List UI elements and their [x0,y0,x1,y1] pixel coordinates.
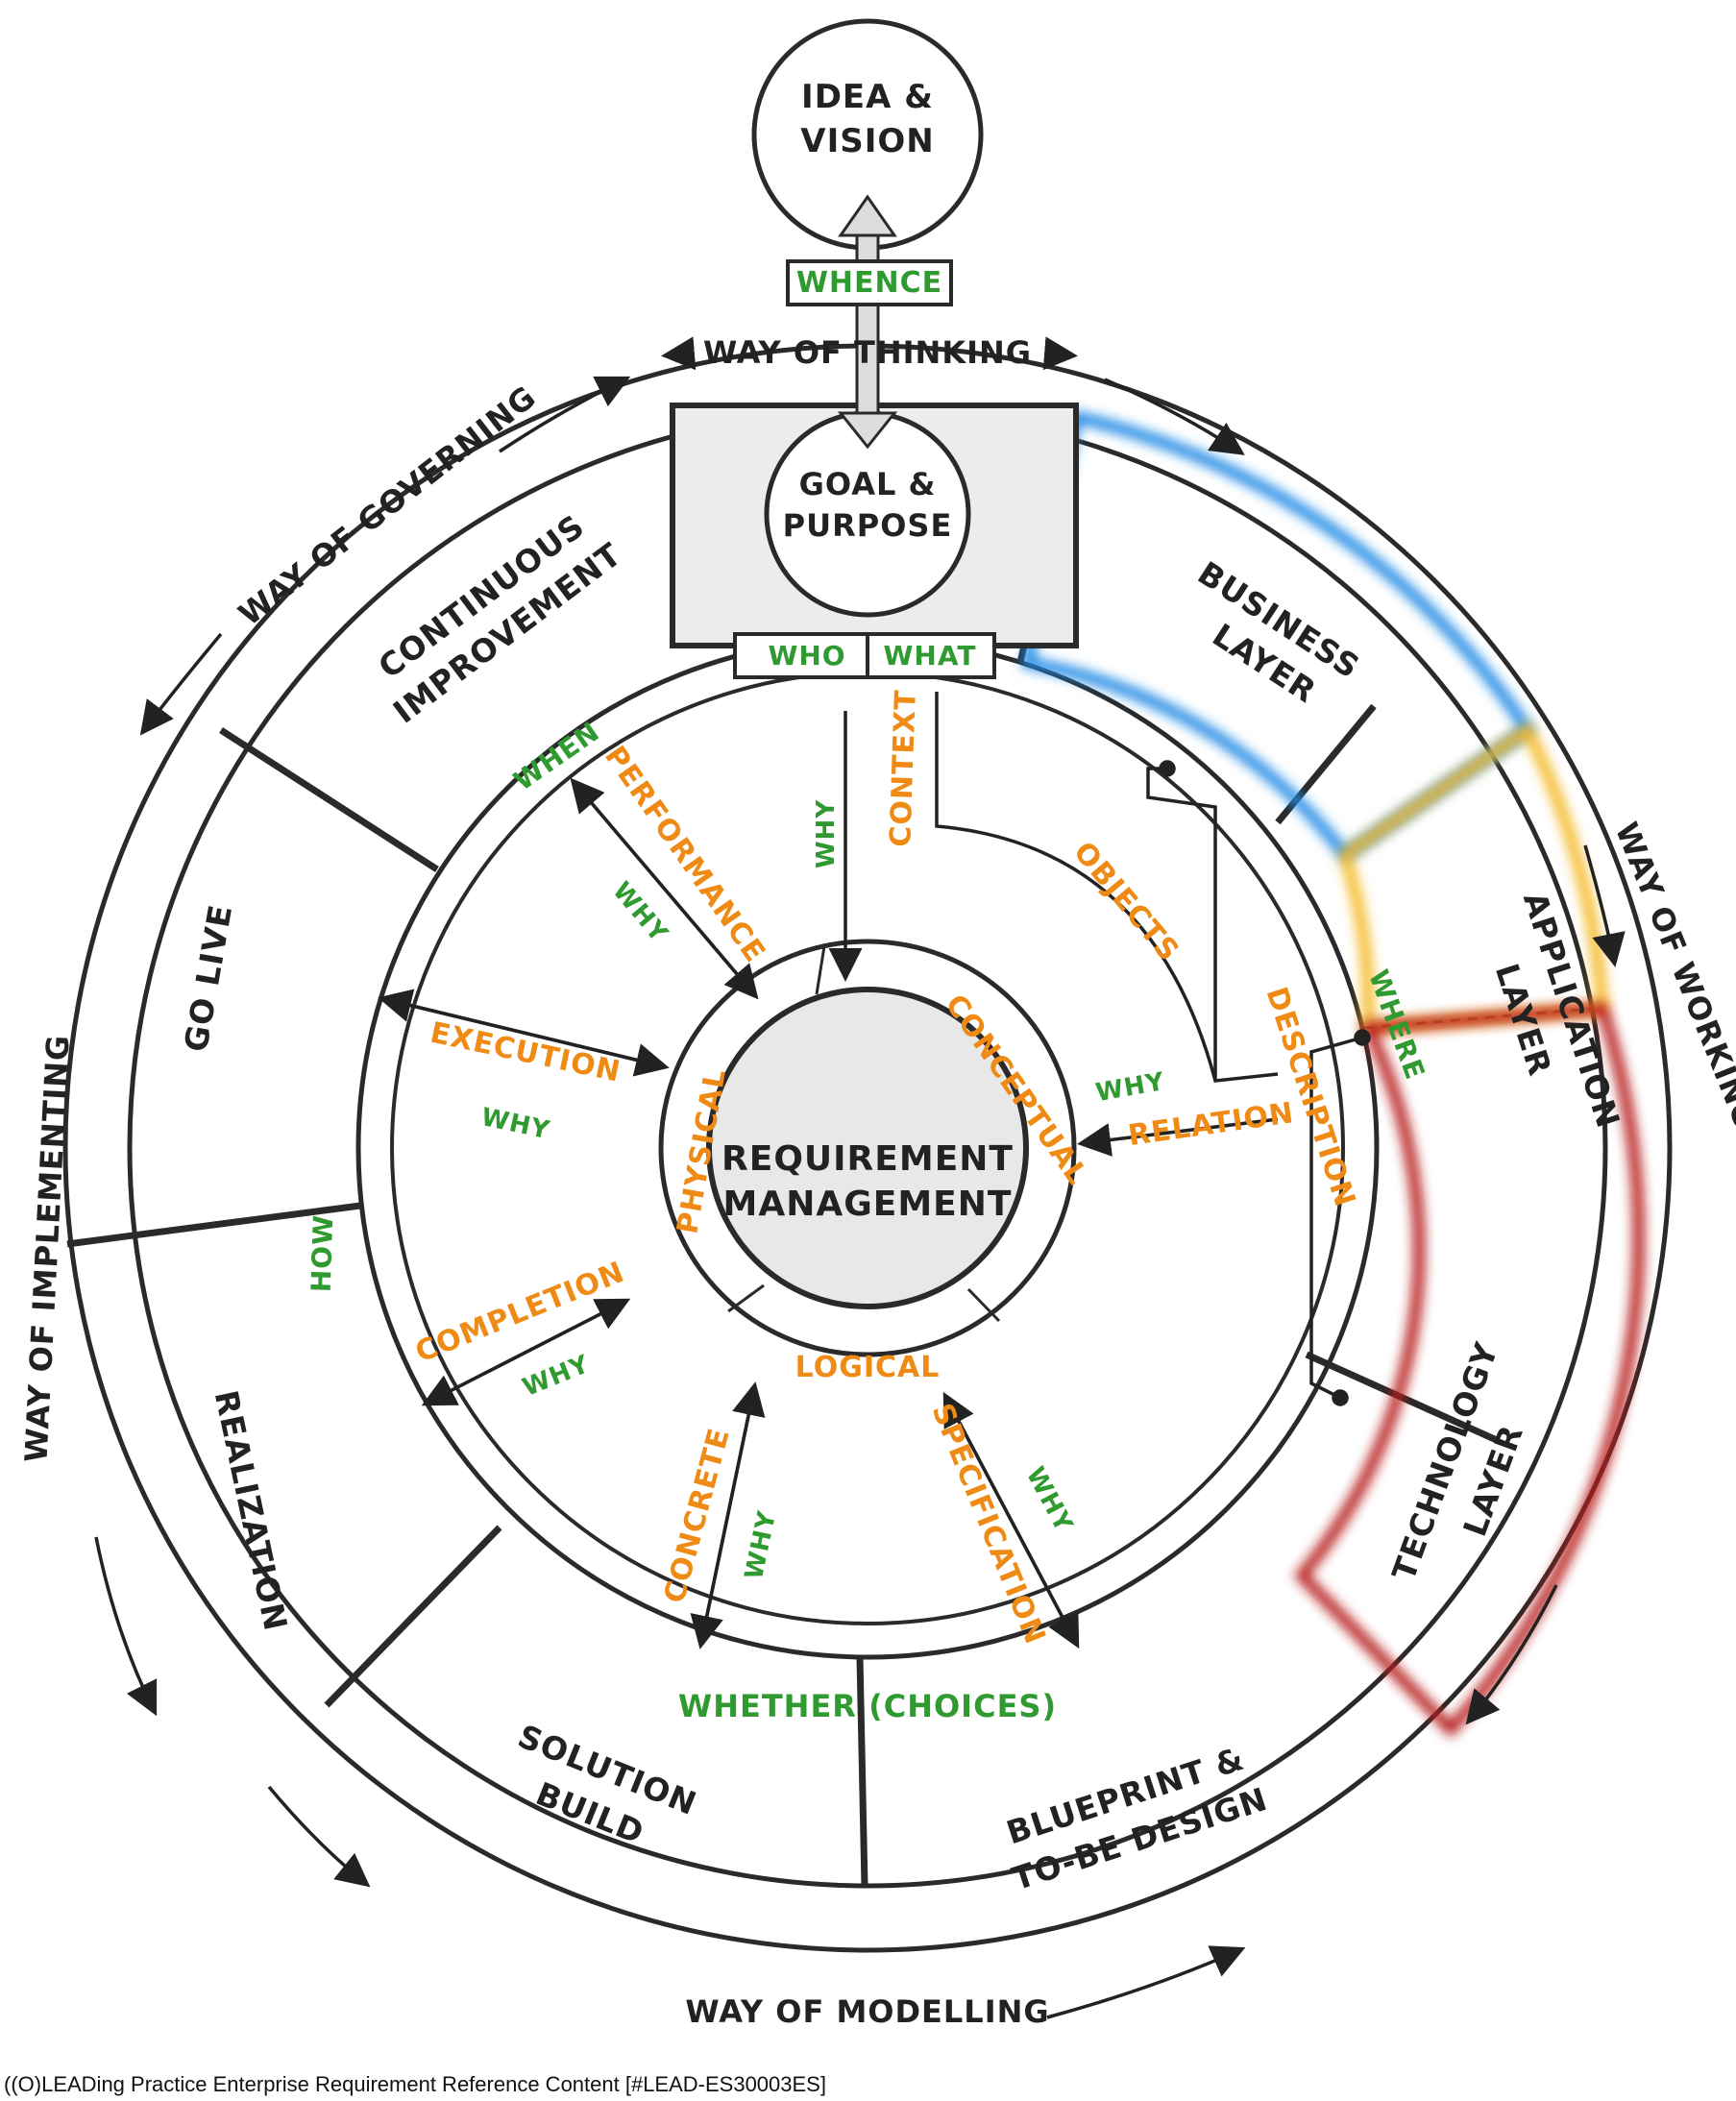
center-label-1: REQUIREMENT [721,1139,1014,1179]
how-label: HOW [306,1214,340,1293]
why-label-top: WHY [812,799,841,868]
idea-label-1: IDEA & [801,78,934,116]
idea-label-2: VISION [800,122,934,160]
who-what-bar [733,632,996,679]
level-dividers [727,945,1001,1323]
center-label-2: MANAGEMENT [723,1185,1013,1224]
who-label: WHO [768,640,845,672]
up-arrowhead [838,194,897,237]
way-of-modelling-label: WAY OF MODELLING [685,1993,1049,2030]
technology-layer-highlight [1293,1002,1645,1738]
whence-label: WHENCE [796,266,942,300]
go-live-label: GO LIVE [177,901,239,1054]
copyright-footer: ((O)LEADing Practice Enterprise Requirem… [4,2072,826,2096]
way-arrows [94,336,1626,2019]
context-connectors [935,692,1371,1406]
way-of-implementing-label: WAY OF IMPLEMENTING [17,1034,76,1463]
logical-label: LOGICAL [795,1351,941,1384]
spoke-arrows [378,711,1279,1649]
whence-box [786,259,953,306]
goal-label-1: GOAL & [799,466,937,502]
realization-label: REALIZATION [208,1387,295,1635]
way-of-thinking-label: WAY OF THINKING [703,334,1032,371]
context-label: CONTEXT [884,689,923,847]
whether-label: WHETHER (CHOICES) [678,1688,1057,1724]
level-inner-ring [706,987,1029,1309]
business-layer-highlight [1020,409,1536,864]
what-label: WHAT [884,640,977,672]
goal-label-2: PURPOSE [783,507,953,544]
down-arrowhead [837,411,898,450]
